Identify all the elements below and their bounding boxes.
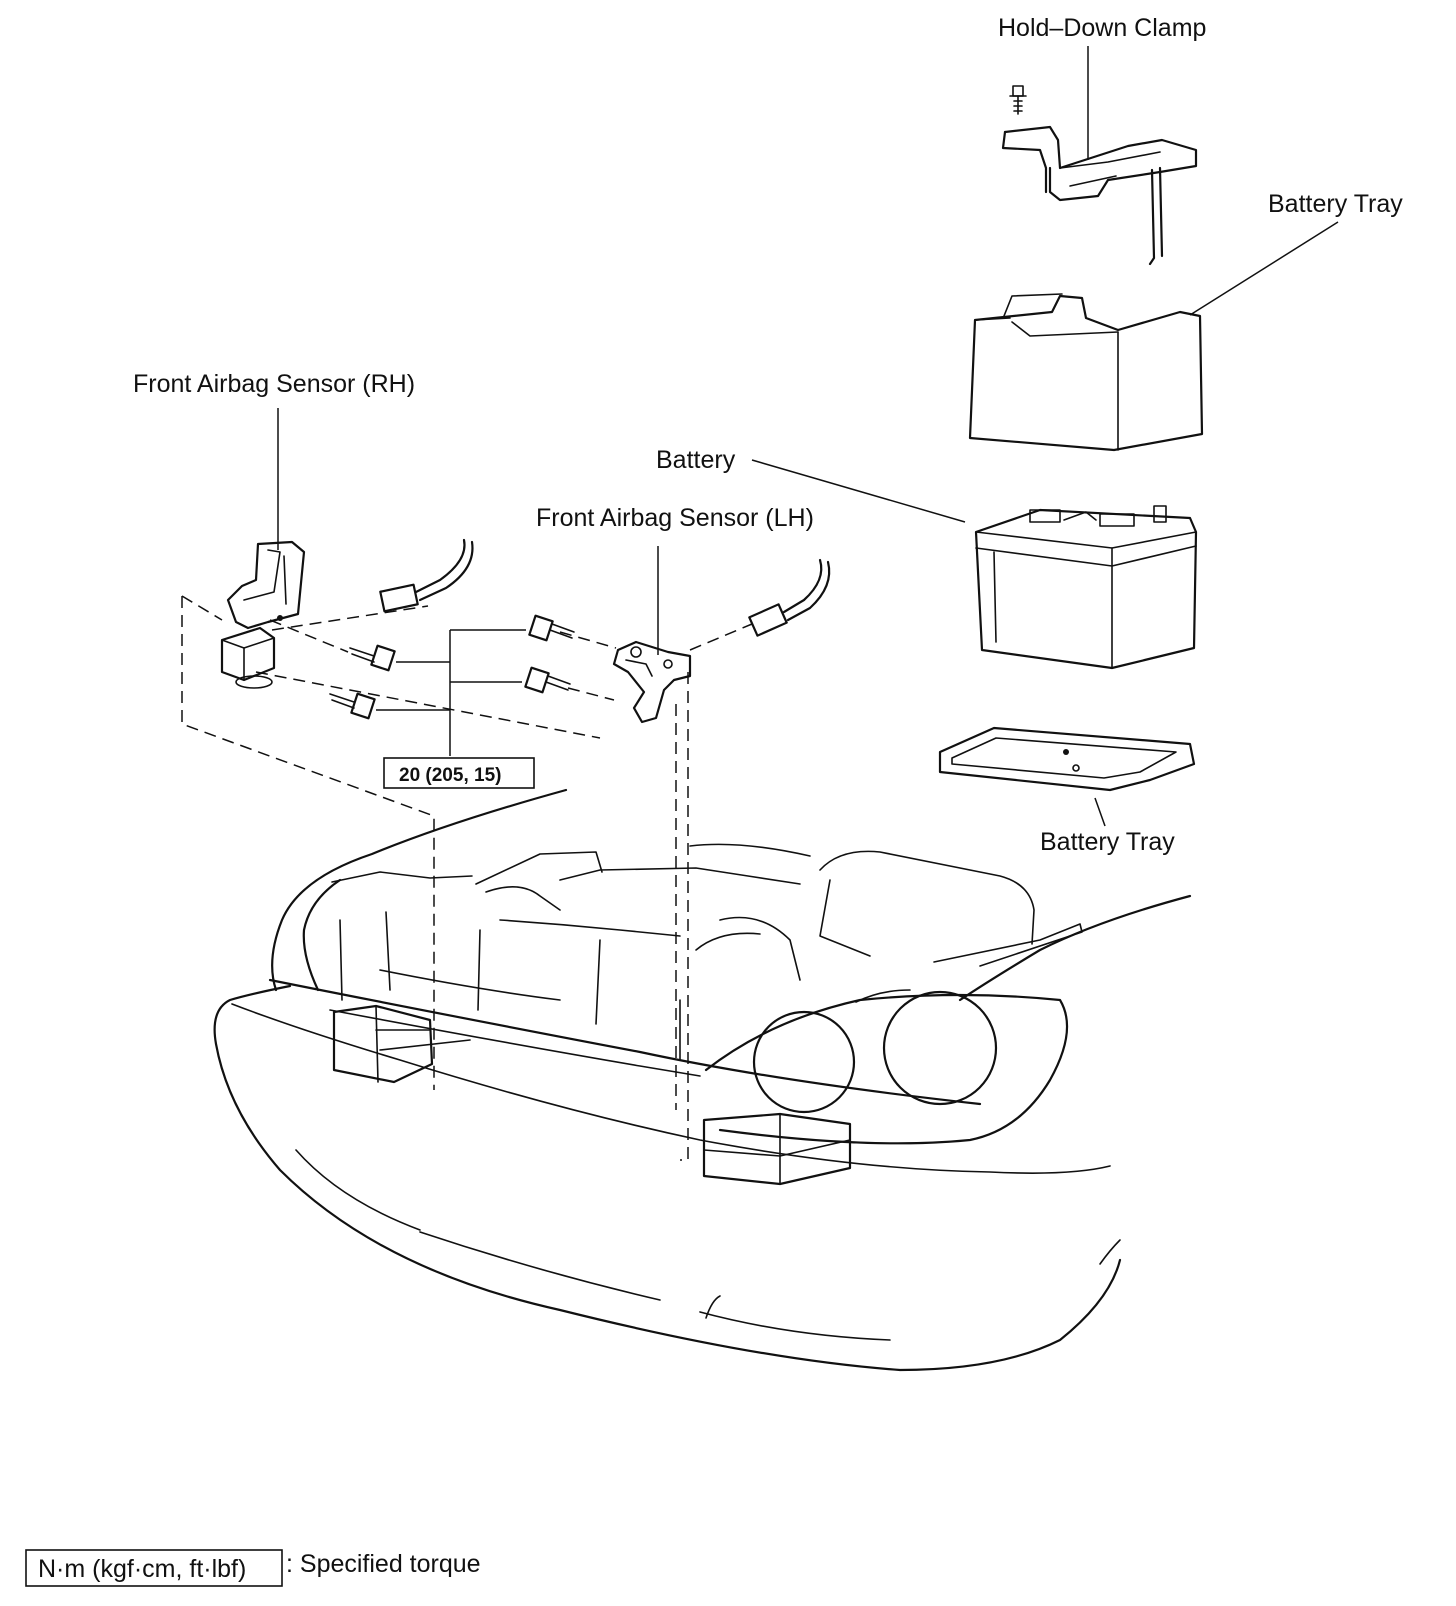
- torque-value: 20 (205, 15): [399, 765, 501, 786]
- torque-spec-box: 20 (205, 15): [383, 757, 535, 789]
- sensor-rh-connector: [379, 538, 474, 613]
- mounting-bolts: [329, 614, 575, 720]
- label-battery: Battery: [656, 446, 736, 474]
- installation-dashed-lines: [181, 595, 753, 1161]
- bolt-lh-upper: [528, 614, 575, 642]
- legend-unit-box: N·m (kgf·cm, ft·lbf): [38, 1555, 246, 1583]
- vehicle-front-outline: [213, 788, 1192, 1372]
- label-battery-tray-lower: Battery Tray: [1040, 828, 1175, 856]
- bolt-rh-lower: [329, 692, 376, 720]
- legend-description: : Specified torque: [286, 1550, 481, 1578]
- battery-tray-lower-part: [938, 726, 1196, 792]
- leader-lines: [277, 46, 1339, 827]
- front-airbag-sensor-lh-part: [612, 640, 692, 724]
- torque-bracket: [376, 629, 526, 756]
- battery-part: [974, 505, 1198, 670]
- label-front-airbag-sensor-lh: Front Airbag Sensor (LH): [536, 504, 814, 532]
- bolt-rh-upper: [349, 644, 396, 672]
- hold-down-clamp-part: [1001, 85, 1198, 266]
- battery-tray-upper-part: [968, 293, 1204, 452]
- label-hold-down-clamp: Hold–Down Clamp: [998, 14, 1206, 42]
- label-front-airbag-sensor-rh: Front Airbag Sensor (RH): [133, 370, 415, 398]
- label-battery-tray-upper: Battery Tray: [1268, 190, 1403, 218]
- sensor-lh-connector: [748, 558, 831, 637]
- front-airbag-sensor-rh-part: [220, 540, 306, 689]
- bolt-lh-lower: [524, 666, 571, 694]
- torque-legend: N·m (kgf·cm, ft·lbf) : Specified torque: [25, 1549, 481, 1587]
